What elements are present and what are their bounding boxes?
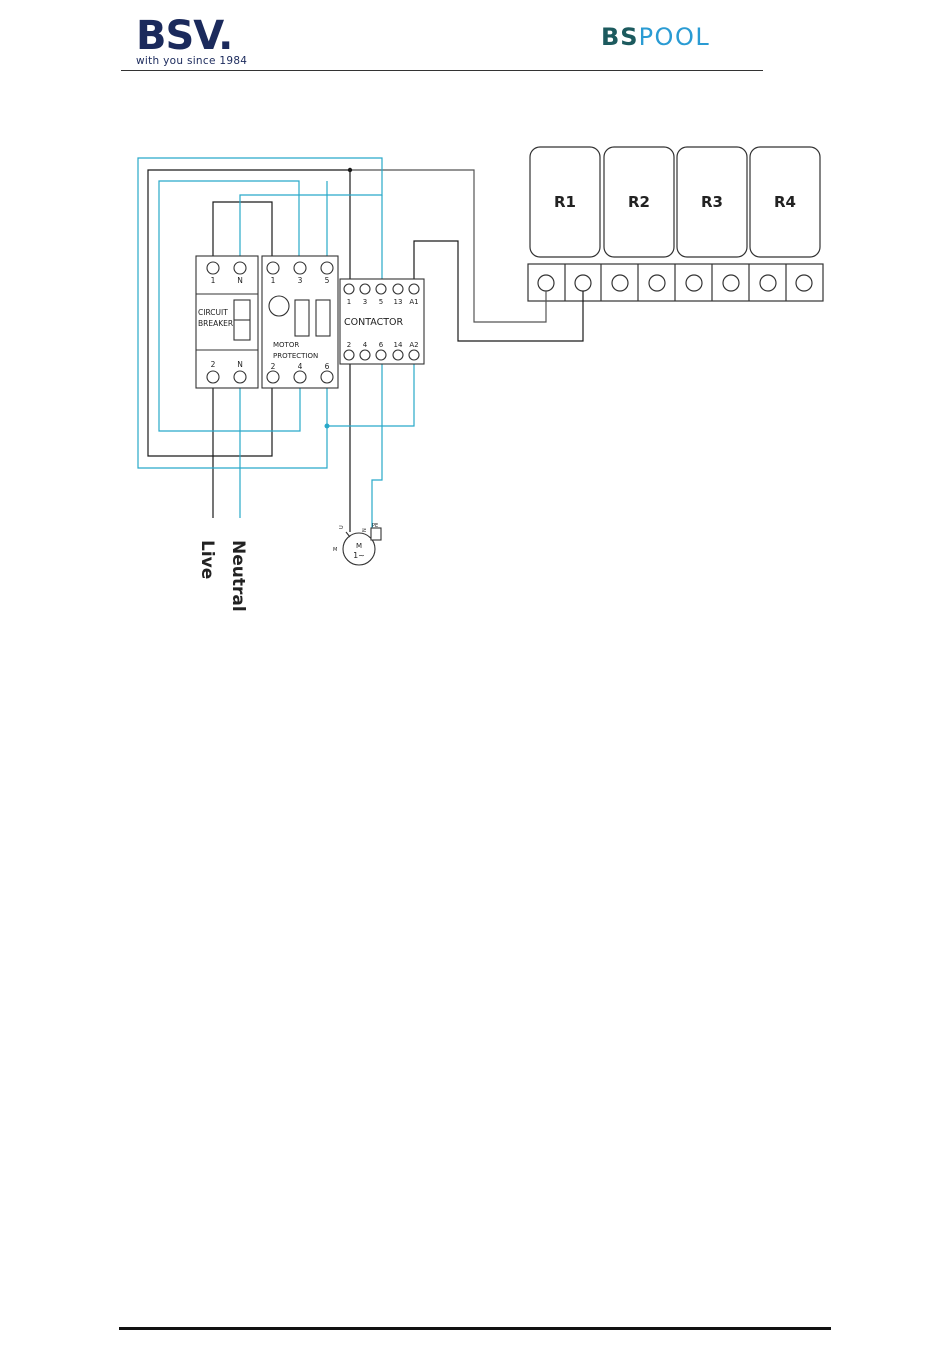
wire-junction — [348, 168, 352, 172]
motor-terminal-pe: PE — [372, 523, 378, 529]
motor-protection-terminal — [321, 262, 333, 274]
motor-protection-terminal — [321, 371, 333, 383]
contactor-terminal-label: 2 — [347, 341, 351, 349]
motor-protection-terminal-label: 3 — [298, 276, 303, 285]
breaker-terminal — [234, 262, 246, 274]
breaker-label-line2: BREAKER — [198, 319, 233, 328]
motor-protection-label-line2: PROTECTION — [273, 352, 318, 360]
motor-label: M — [356, 542, 362, 550]
contactor-terminal — [344, 350, 354, 360]
contactor-terminal-label: 6 — [379, 341, 384, 349]
breaker-terminal — [207, 371, 219, 383]
contactor-terminal-label: 1 — [347, 298, 351, 306]
motor-protection-label-line1: MOTOR — [273, 341, 299, 349]
motor-protection-terminal — [294, 262, 306, 274]
breaker-terminal — [234, 371, 246, 383]
contactor-terminal-label: 5 — [379, 298, 383, 306]
motor-protection-terminal-label: 5 — [325, 276, 330, 285]
contactor-terminal-label: A1 — [409, 298, 418, 306]
contactor-terminal-label: 13 — [394, 298, 403, 306]
breaker-terminal-label: N — [237, 360, 243, 369]
live-label: Live — [197, 540, 217, 579]
neutral-wire-to-contactor — [327, 364, 414, 426]
contactor-terminal — [393, 350, 403, 360]
contactor-terminal — [360, 284, 370, 294]
contactor-terminal — [409, 284, 419, 294]
relay-label: R1 — [554, 193, 576, 211]
contactor-terminal — [376, 350, 386, 360]
motor-terminal-u: U — [339, 525, 345, 529]
motor-protection-terminal-label: 1 — [271, 276, 276, 285]
relay-board — [528, 147, 823, 301]
breaker-terminal — [207, 262, 219, 274]
neutral-label: Neutral — [228, 540, 248, 612]
motor-pe-terminal — [371, 528, 381, 540]
contactor-label: CONTACTOR — [344, 317, 404, 328]
footer-divider — [119, 1327, 831, 1330]
contactor-terminal — [344, 284, 354, 294]
motor-protection-slot — [295, 300, 309, 336]
contactor-terminal — [360, 350, 370, 360]
motor-side-mark: M — [333, 547, 337, 553]
motor-protection-terminal — [267, 371, 279, 383]
breaker-terminal-label: 2 — [211, 360, 216, 369]
motor-protection-terminal-label: 4 — [298, 362, 303, 371]
breaker-label-line1: CIRCUIT — [198, 308, 228, 317]
motor-terminal-n: N — [362, 528, 368, 532]
relay-label: R3 — [701, 193, 723, 211]
relay-label: R2 — [628, 193, 650, 211]
contactor-terminal — [376, 284, 386, 294]
motor-protection-terminal — [294, 371, 306, 383]
motor-phase-label: 1~ — [353, 551, 365, 560]
motor-protection-terminal-label: 2 — [271, 362, 276, 371]
motor-protection-slot — [316, 300, 330, 336]
contactor-terminal-label: 4 — [363, 341, 368, 349]
contactor-terminal — [393, 284, 403, 294]
relay-label: R4 — [774, 193, 796, 211]
motor-protection-terminal — [267, 262, 279, 274]
contactor-terminal — [409, 350, 419, 360]
motor-protection-dial — [269, 296, 289, 316]
live-wire-outer — [213, 202, 272, 260]
motor-protection-terminal-label: 6 — [325, 362, 330, 371]
contactor-terminal-label: 14 — [394, 341, 403, 349]
breaker-terminal-label: N — [237, 276, 243, 285]
contactor-terminal-label: 3 — [363, 298, 367, 306]
breaker-terminal-label: 1 — [211, 276, 216, 285]
wire-junction — [325, 424, 330, 429]
contactor-terminal-label: A2 — [409, 341, 418, 349]
